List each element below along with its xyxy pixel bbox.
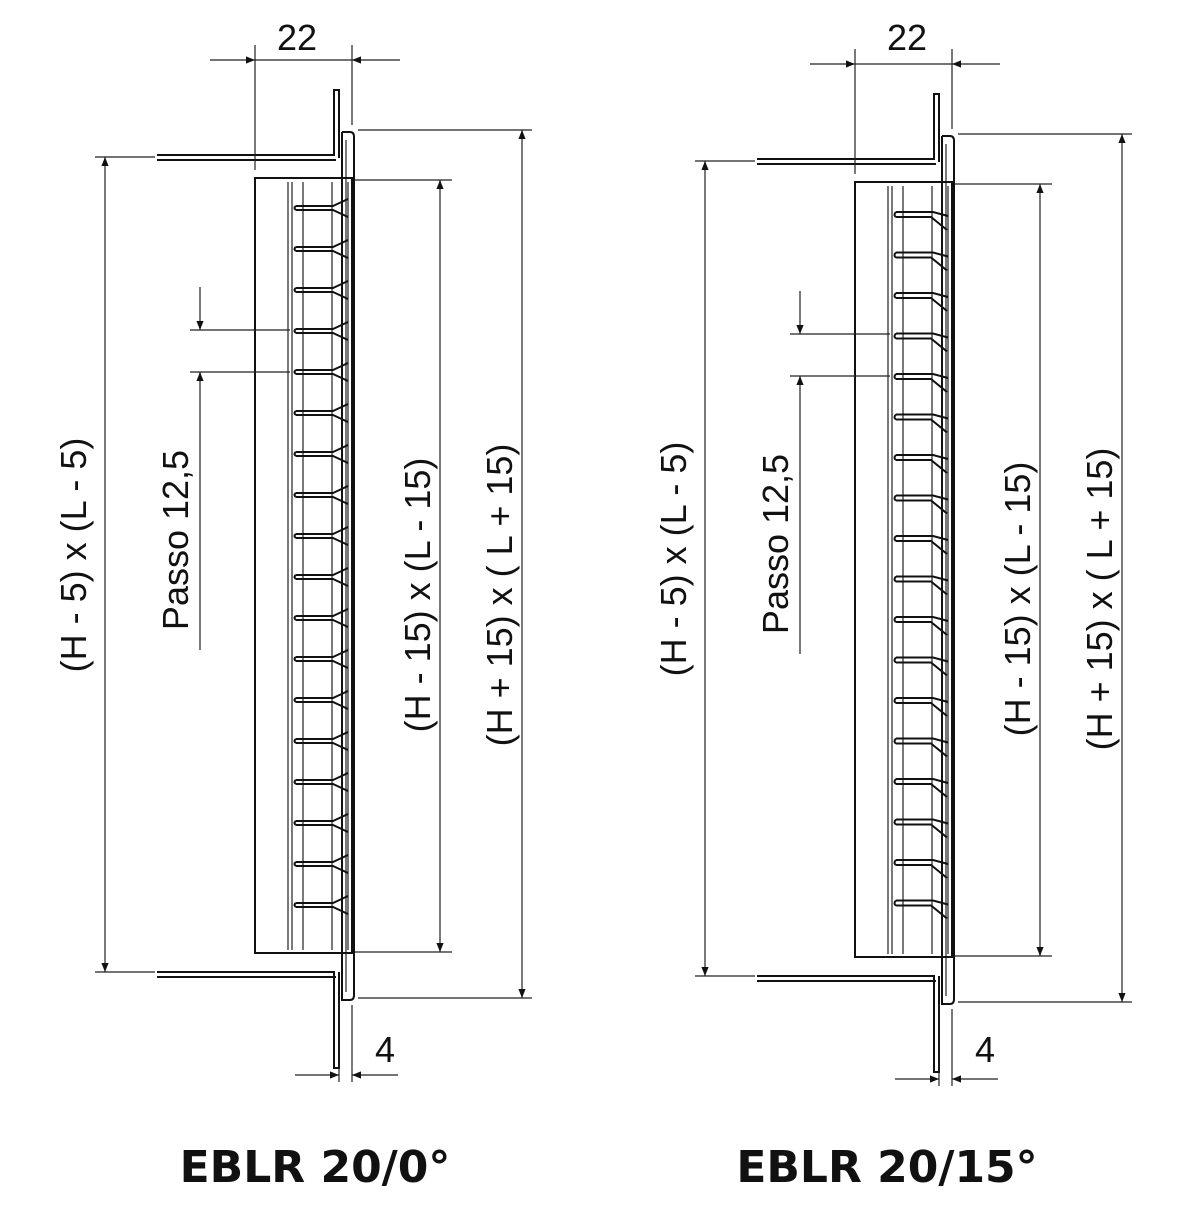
louver-blade [293,526,349,546]
louver-blade [293,362,349,382]
louver-blade [893,697,949,717]
grille-section-geometry [95,45,532,1082]
model-title: EBLR 20/15° [736,1142,1037,1193]
louver-blade [293,403,349,423]
inner-size-label: (H - 15) x (L - 15) [397,458,438,733]
overall-size-label: (H + 15) x ( L + 15) [479,444,520,747]
louver-blade [293,813,349,833]
model-title: EBLR 20/0° [180,1142,451,1193]
bottom-wall-flange [157,971,340,1069]
louver-blade [893,535,949,555]
pitch-label: Passo 12,5 [155,450,196,630]
pitch-label: Passo 12,5 [755,454,796,634]
flange-thickness-label: 4 [375,1029,395,1070]
louver-blade [893,778,949,798]
louver-blade [293,772,349,792]
louver-blade [293,567,349,587]
louver-blade [293,731,349,751]
louver-blade [893,859,949,879]
depth-dimension-label: 22 [277,17,317,58]
louver-blade [893,737,949,758]
louver-blade [893,292,949,312]
louver-blade [293,649,349,669]
bottom-wall-flange [757,975,940,1073]
outer-size-label: (H - 5) x (L - 5) [53,438,94,673]
louver-blade [293,854,349,874]
louver-blade [293,895,349,915]
louver-blade [893,251,949,272]
louver-blade [893,818,949,839]
drawing-eblr-20-0: 22 4 (H - 5) x (L - 5) Passo 12,5 (H - 1… [53,17,532,1193]
frame-lip [341,131,355,1001]
louver-blade [293,239,349,259]
louver-blade [293,280,349,300]
outer-size-label: (H - 5) x (L - 5) [653,442,694,677]
louver-blade [893,656,949,677]
louver-blade [893,373,949,393]
louver-blade [893,413,949,434]
louver-blade [293,690,349,710]
grille-section-geometry [695,49,1132,1086]
depth-dimension-label: 22 [887,17,927,58]
grille-body [254,177,353,954]
louver-blade [893,899,949,920]
top-wall-flange [157,89,340,161]
top-wall-flange [757,93,940,165]
louver-blade [893,575,949,596]
grille-body [854,181,953,958]
louver-blade [893,211,949,231]
drawing-eblr-20-15: 22 4 (H - 5) x (L - 5) Passo 12,5 (H - 1… [653,17,1132,1193]
louver-blade [893,494,949,515]
louver-blade [293,608,349,628]
overall-size-label: (H + 15) x ( L + 15) [1079,448,1120,751]
flange-thickness-label: 4 [975,1029,995,1070]
louver-blade [293,444,349,464]
louver-blade [293,198,349,218]
louver-blade [893,616,949,636]
louver-blade [893,454,949,474]
louver-blade [293,321,349,341]
frame-lip [941,135,955,1005]
louver-blade [893,332,949,353]
inner-size-label: (H - 15) x (L - 15) [997,462,1038,737]
louver-blade [293,485,349,505]
